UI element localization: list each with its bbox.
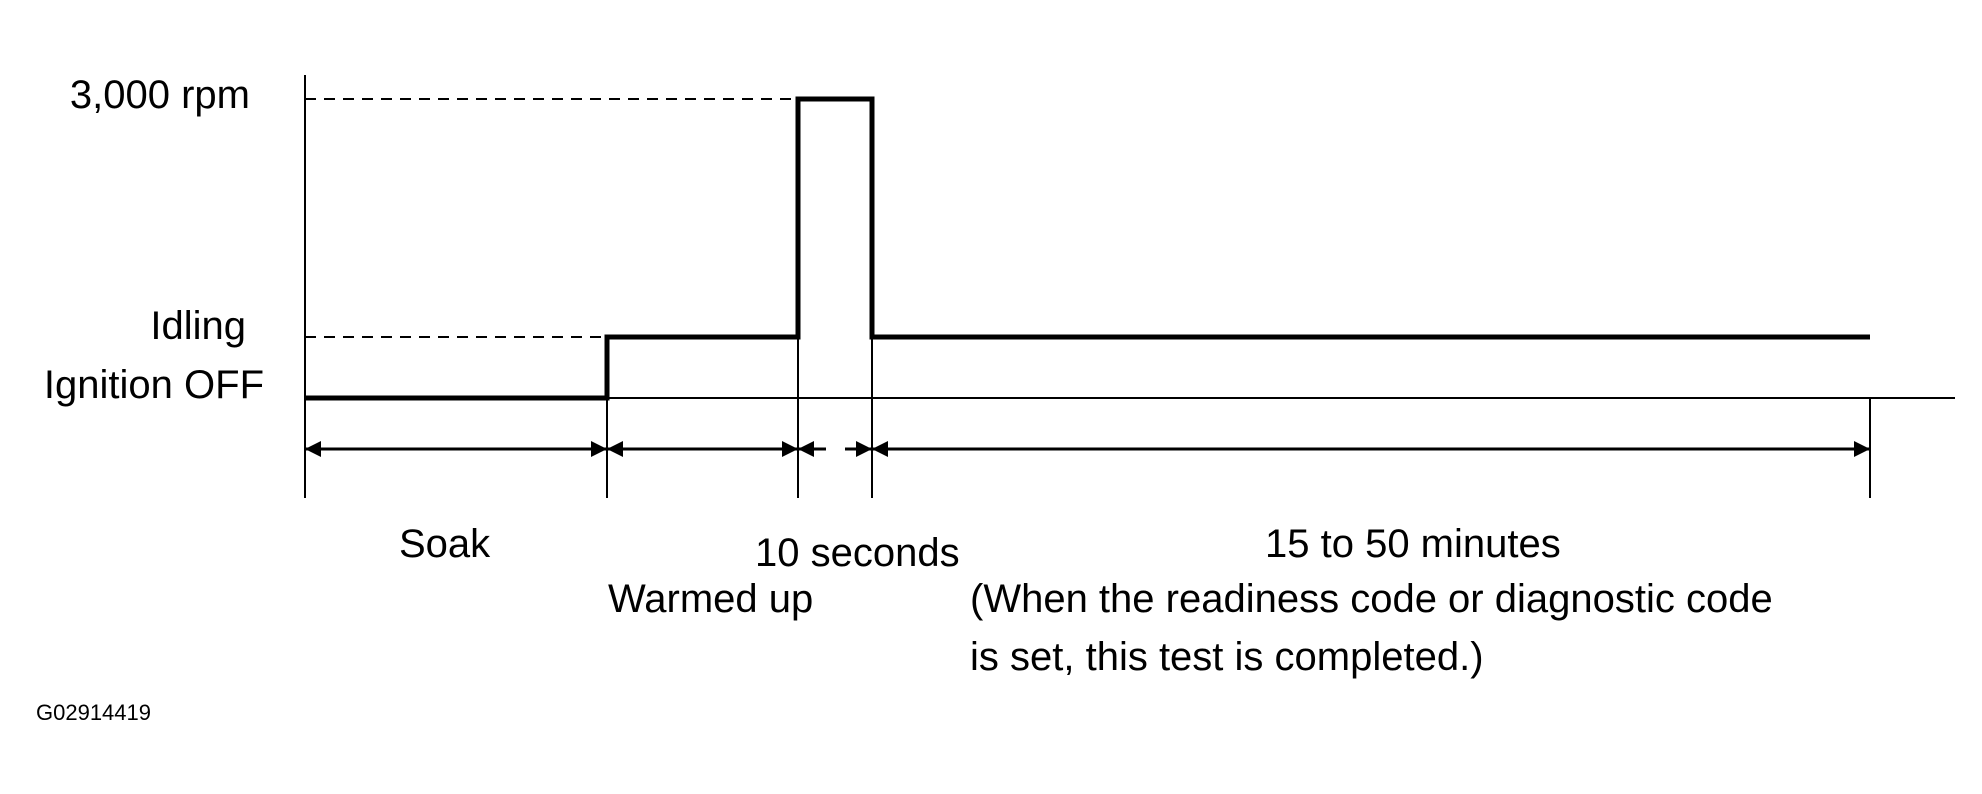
engine-speed-profile — [305, 96, 1870, 401]
completion-note-line-1: (When the readiness code or diagnostic c… — [970, 577, 1773, 621]
soak-label: Soak — [399, 522, 491, 566]
rpm-3000-label: 3,000 rpm — [70, 73, 250, 117]
completion-note-line-2: is set, this test is completed.) — [970, 635, 1484, 679]
idling-label: Idling — [150, 304, 246, 348]
figure-id: G02914419 — [36, 700, 151, 725]
ten-seconds-label: 10 seconds — [755, 531, 960, 575]
duration-label: 15 to 50 minutes — [1265, 522, 1561, 566]
ignition-off-label: Ignition OFF — [44, 363, 264, 407]
warmed-up-label: Warmed up — [608, 577, 813, 621]
